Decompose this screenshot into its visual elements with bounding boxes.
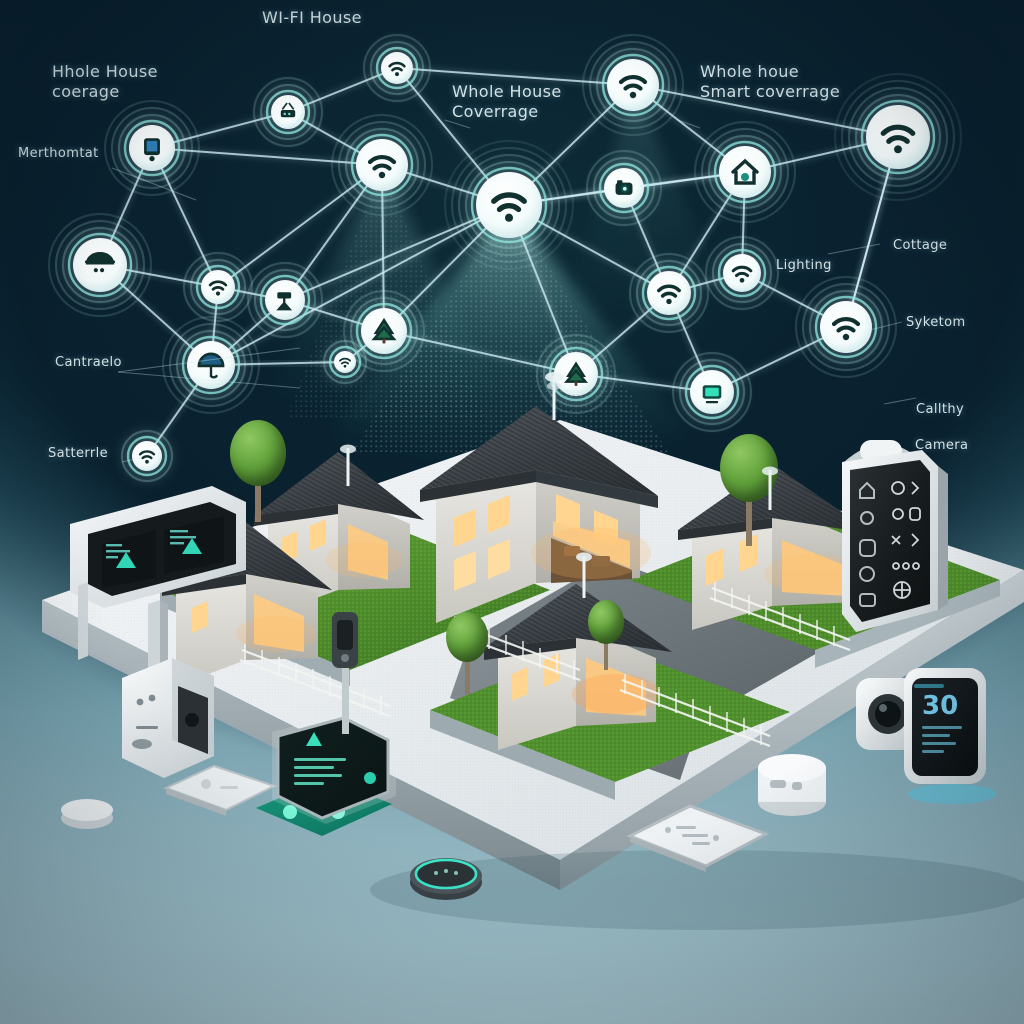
mesh-nodes — [47, 33, 963, 483]
tree-small-back — [586, 598, 626, 676]
security-camera-module[interactable]: 30 — [848, 648, 1008, 808]
roof-antenna-front — [574, 548, 594, 604]
router-icon — [280, 102, 296, 118]
smart-pad-right[interactable] — [618, 790, 778, 880]
voice-assistant-puck[interactable] — [404, 848, 488, 908]
umbrella-icon — [197, 352, 225, 379]
wifi-icon — [339, 357, 351, 368]
node-wifi-small-node[interactable] — [362, 33, 432, 103]
node-sensor-node[interactable] — [322, 339, 368, 385]
thermostat-icon — [144, 138, 160, 162]
node-smart-home-node[interactable] — [693, 120, 797, 224]
smart-pad-device[interactable] — [156, 752, 286, 824]
mesh-link — [632, 84, 899, 138]
node-wifi-node-d[interactable] — [182, 251, 254, 323]
svg-text:30: 30 — [922, 691, 958, 721]
street-sensor-post[interactable] — [318, 600, 374, 740]
wifi-icon — [367, 154, 397, 179]
node-display-node[interactable] — [671, 351, 753, 433]
wall-mounted-display[interactable] — [60, 478, 280, 678]
mesh-link — [151, 147, 383, 166]
wifi-icon — [618, 74, 648, 99]
node-wifi-hub-node[interactable] — [443, 139, 575, 271]
camera-icon — [615, 180, 633, 195]
wifi-icon — [731, 265, 753, 283]
node-thermostat-node[interactable] — [103, 99, 201, 197]
mesh-link — [210, 204, 510, 366]
wifi-icon — [880, 124, 916, 154]
smart-home-phone-panel[interactable] — [826, 422, 956, 652]
tree-left — [228, 418, 288, 528]
mesh-link — [383, 330, 577, 375]
seccam-icon — [276, 292, 293, 311]
node-security-cam-node[interactable] — [246, 261, 324, 339]
node-wifi-node-f[interactable] — [628, 252, 710, 334]
wifi-icon — [138, 450, 156, 464]
floor-disc-sensor[interactable] — [52, 788, 122, 836]
wifi-icon — [388, 61, 406, 77]
node-tree-sensor-node[interactable] — [342, 289, 426, 373]
node-satellite-node[interactable] — [120, 429, 174, 483]
appliance-icon — [84, 252, 116, 273]
node-camera-node[interactable] — [585, 149, 663, 227]
node-umbrella-node[interactable] — [161, 315, 261, 415]
smartphone-control-app[interactable] — [250, 712, 450, 872]
node-wifi-node-a[interactable] — [330, 113, 434, 217]
roof-antenna-left — [338, 440, 358, 492]
tree-icon — [371, 317, 397, 344]
roof-antenna-center — [543, 368, 565, 426]
wifi-icon — [208, 280, 228, 296]
tree-front — [444, 610, 490, 700]
house-center-main — [396, 378, 676, 628]
node-wifi-node-b[interactable] — [581, 33, 685, 137]
tree-icon — [563, 361, 589, 386]
mesh-link — [396, 67, 634, 86]
smart-plug-device[interactable] — [108, 640, 248, 800]
label-leader-lines — [111, 119, 917, 463]
wifi-icon — [491, 192, 527, 222]
picket-fences — [150, 540, 930, 800]
node-wifi-node-h[interactable] — [794, 275, 898, 379]
node-wifi-node-g[interactable] — [704, 235, 780, 311]
home-icon — [731, 158, 759, 185]
display-icon — [702, 385, 722, 404]
node-router-node[interactable] — [252, 76, 324, 148]
node-wifi-node-c[interactable] — [833, 72, 963, 202]
roof-antenna-right — [760, 462, 780, 516]
wifi-icon — [831, 316, 861, 341]
wifi-icon — [657, 284, 681, 305]
node-wifi-node-e[interactable] — [535, 333, 617, 415]
node-appliance-node[interactable] — [47, 212, 153, 318]
smart-speaker-cylinder[interactable] — [742, 742, 842, 828]
